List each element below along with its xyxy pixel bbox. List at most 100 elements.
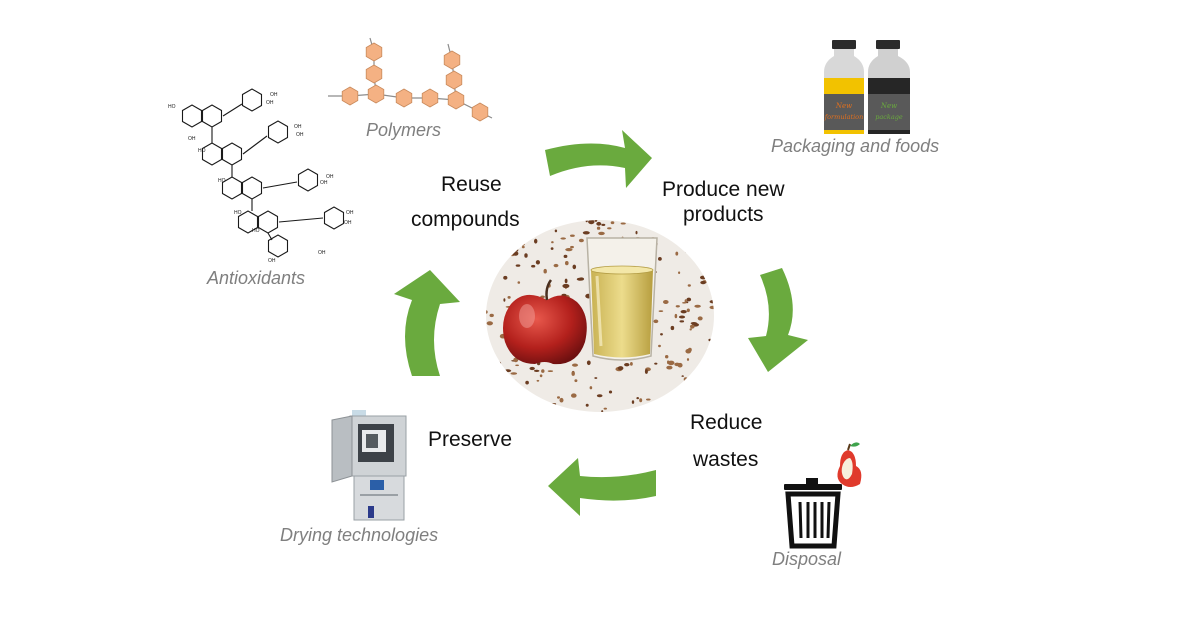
pomace-flake [644, 369, 648, 374]
pomace-flake [671, 238, 675, 241]
polymer-hexagon [367, 84, 385, 104]
pomace-flake [517, 281, 521, 284]
pomace-flake [686, 308, 690, 313]
pomace-flake [570, 234, 575, 237]
pomace-flake [658, 344, 661, 348]
svg-text:OH: OH [320, 180, 328, 186]
pomace-flake [662, 396, 665, 401]
pomace-flake [503, 243, 507, 248]
bottles-illustration: New formulation New package [824, 40, 910, 134]
pomace-flake [493, 367, 498, 370]
step-produce-line1: Produce new [662, 178, 785, 201]
pomace-flake [524, 253, 528, 258]
step-reduce-line1: Reduce [690, 411, 763, 434]
pomace-flake [675, 305, 680, 308]
svg-text:OH: OH [268, 258, 276, 264]
svg-text:OH: OH [294, 124, 302, 130]
caption-antioxidants: Antioxidants [207, 268, 306, 288]
pomace-flake [594, 377, 598, 379]
pomace-flake [574, 379, 578, 383]
pomace-flake [525, 380, 529, 385]
pomace-flake [667, 360, 670, 364]
svg-text:OH: OH [326, 174, 334, 180]
pomace-flake [690, 324, 695, 329]
pomace-flake [557, 396, 560, 399]
pomace-flake [660, 406, 666, 410]
pomace-flake [551, 403, 557, 405]
pomace-flake [535, 260, 540, 265]
step-preserve: Preserve [428, 428, 513, 451]
pomace-flake [596, 226, 601, 230]
pomace-flake [686, 297, 692, 302]
pomace-flake [539, 374, 543, 378]
apple-core-icon [837, 442, 862, 487]
pomace-flake [646, 398, 651, 401]
pomace-flake [700, 280, 706, 285]
pomace-flake [531, 264, 536, 268]
arrow-produce-to-reduce [748, 268, 808, 372]
arrow-reuse-to-produce [545, 130, 652, 188]
pomace-flake [588, 220, 595, 225]
antioxidant-ring [297, 168, 319, 192]
bottle-new-formulation: New formulation [824, 40, 864, 134]
svg-text:OH: OH [266, 100, 274, 106]
pomace-flake [690, 322, 698, 325]
pomace-flake [560, 237, 566, 240]
pomace-flake [703, 373, 711, 376]
pomace-flake [486, 321, 493, 326]
pomace-flake [559, 397, 564, 403]
pomace-flake [571, 371, 575, 376]
svg-text:OH: OH [318, 250, 326, 256]
pomace-flake [689, 328, 692, 331]
step-reuse-line1: Reuse [441, 173, 502, 196]
pomace-flake [678, 315, 686, 319]
step-produce-line2: products [683, 203, 764, 226]
pomace-flake [565, 248, 573, 252]
pomace-flake [486, 241, 491, 246]
pomace-flake [486, 277, 488, 283]
svg-text:HO: HO [198, 148, 206, 154]
pomace-flake [634, 220, 637, 221]
pomace-flake [697, 365, 702, 370]
pomace-flake [624, 363, 630, 367]
pomace-flake [686, 358, 690, 361]
bottle-left-label-2: formulation [824, 113, 864, 121]
polymer-hexagon [443, 50, 461, 70]
antioxidant-ring [221, 176, 243, 200]
antioxidant-ring [201, 104, 223, 128]
pomace-flake [664, 220, 671, 223]
pomace-flake [489, 313, 494, 318]
pomace-flake [589, 386, 593, 390]
antioxidant-ring [267, 234, 289, 258]
polymer-hexagon [445, 70, 463, 90]
pomace-flake [515, 248, 519, 252]
pomace-flake [699, 246, 704, 249]
apple-pomace-photo [486, 220, 714, 412]
disposal-illustration [784, 442, 862, 549]
polymer-hexagon [447, 90, 465, 110]
pomace-flake [646, 220, 650, 222]
pomace-flake [682, 302, 687, 304]
pomace-flake [585, 403, 589, 407]
pomace-flake [685, 248, 688, 253]
pomace-flake [704, 236, 709, 241]
pomace-flake [505, 242, 508, 247]
apple [503, 294, 587, 365]
pomace-flake [601, 223, 606, 226]
pomace-flake [708, 362, 714, 367]
pomace-flake [519, 235, 525, 238]
pomace-flake [681, 375, 684, 377]
pomace-flake [549, 403, 556, 406]
pomace-flake [639, 398, 643, 403]
polymer-hexagon [471, 102, 489, 122]
pomace-flake [665, 355, 669, 359]
pomace-flake [700, 275, 707, 280]
bottle-new-package: New package [868, 40, 910, 134]
polymer-structure [328, 37, 493, 122]
caption-packaging: Packaging and foods [771, 136, 940, 156]
caption-drying: Drying technologies [280, 525, 439, 545]
pomace-flake [683, 377, 688, 382]
pomace-flake [570, 245, 574, 249]
pomace-flake [503, 275, 508, 280]
